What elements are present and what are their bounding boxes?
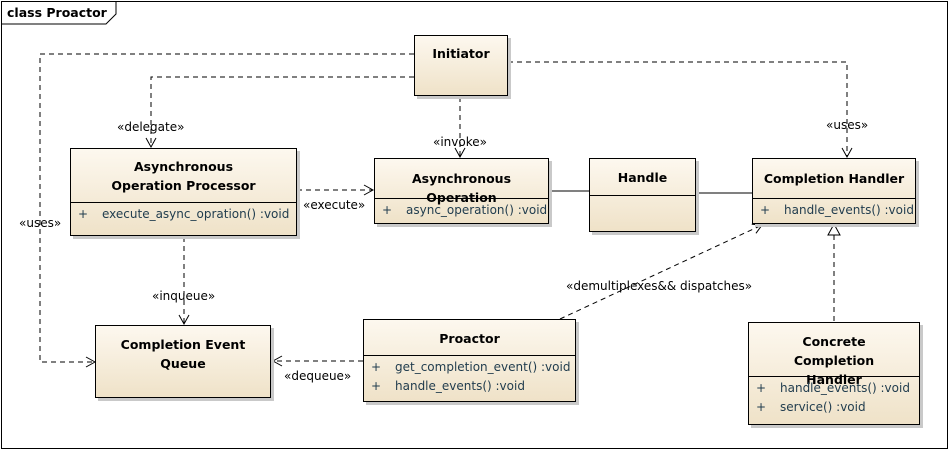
class-initiator[interactable]: Initiator <box>414 35 508 96</box>
uses-right-label: «uses» <box>826 118 869 132</box>
operation-signature: handle_events() :void <box>784 203 914 217</box>
operation-signature: execute_async_opration() :void <box>102 207 290 221</box>
operations-compartment: + async_operation() :void <box>375 198 548 220</box>
operations-compartment: + execute_async_opration() :void <box>71 202 296 224</box>
execute-label: «execute» <box>303 198 366 212</box>
class-completion-event-queue[interactable]: Completion Event Queue <box>95 325 271 398</box>
operation-item: + service() :void <box>749 398 919 417</box>
class-name: Handle <box>617 170 668 185</box>
operations-compartment: + get_completion_event() :void + handle_ev… <box>364 355 575 396</box>
class-concrete-completion-handler[interactable]: Concrete Completion Handler + handle_even… <box>748 322 920 425</box>
operations-compartment: + handle_events() :void <box>753 198 915 220</box>
class-async-operation-processor[interactable]: Asynchronous Operation Processor + execut… <box>70 148 297 236</box>
uses-right-connector <box>508 61 853 159</box>
class-name: Completion Event Queue <box>120 337 246 371</box>
uses-left-label: «uses» <box>19 216 62 230</box>
class-name: Completion Handler <box>763 171 905 186</box>
visibility-marker: + <box>382 203 393 217</box>
class-name: Concrete Completion Handler <box>793 334 875 387</box>
visibility-marker: + <box>760 203 771 217</box>
operation-signature: get_completion_event() :void <box>395 360 571 374</box>
class-handle[interactable]: Handle <box>589 158 696 232</box>
operation-signature: handle_events() :void <box>780 381 910 395</box>
operation-signature: handle_events() :void <box>395 379 525 393</box>
invoke-label: «invoke» <box>433 135 487 149</box>
frame-title: class Proactor <box>7 5 107 20</box>
visibility-marker: + <box>756 400 767 414</box>
class-name: Asynchronous Operation <box>411 171 512 205</box>
class-completion-handler[interactable]: Completion Handler + handle_events() :voi… <box>752 158 916 224</box>
class-name: Asynchronous Operation Processor <box>111 159 256 193</box>
inqueue-label: «inqueue» <box>152 289 216 303</box>
visibility-marker: + <box>371 360 382 374</box>
operation-item: + handle_events() :void <box>749 379 919 398</box>
operation-item: + handle_events() :void <box>753 201 915 220</box>
demux-connector <box>559 223 763 320</box>
operation-item: + async_operation() :void <box>375 201 548 220</box>
class-asynchronous-operation[interactable]: Asynchronous Operation + async_operation(… <box>374 158 549 224</box>
class-name: Initiator <box>432 46 490 61</box>
operation-item: + get_completion_event() :void <box>364 358 575 377</box>
operation-signature: async_operation() :void <box>406 203 548 217</box>
operation-signature: service() :void <box>780 400 866 414</box>
visibility-marker: + <box>371 379 382 393</box>
dequeue-label: «dequeue» <box>284 369 352 383</box>
class-name: Proactor <box>439 331 500 346</box>
operations-compartment <box>590 195 695 198</box>
operations-compartment: + handle_events() :void + service() :void <box>749 376 919 417</box>
class-proactor[interactable]: Proactor + get_completion_event() :void +… <box>363 319 576 402</box>
operation-item: + execute_async_opration() :void <box>71 205 296 224</box>
visibility-marker: + <box>756 381 767 395</box>
operation-item: + handle_events() :void <box>364 377 575 396</box>
frame-tab <box>2 2 117 25</box>
visibility-marker: + <box>78 207 89 221</box>
demux-label: «demultiplexes&& dispatches» <box>566 279 753 293</box>
delegate-connector <box>145 76 414 149</box>
delegate-label: «delegate» <box>117 120 185 134</box>
